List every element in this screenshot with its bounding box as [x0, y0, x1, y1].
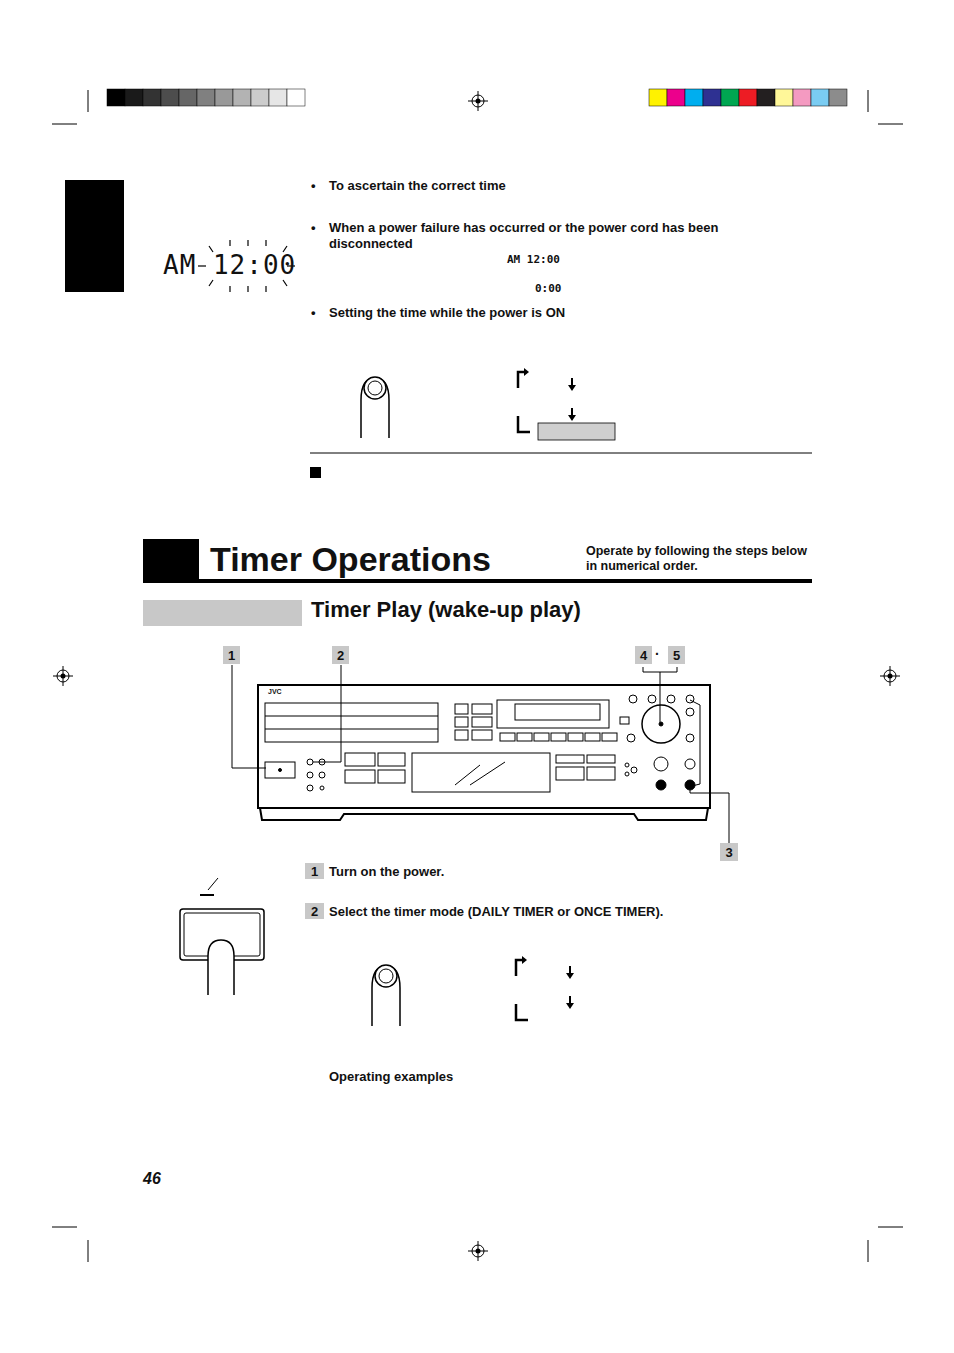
- lcd-display: AM 12:00: [163, 250, 296, 281]
- callout-text: 3: [722, 845, 735, 860]
- bullet: •: [311, 178, 316, 194]
- display-text: 0:00: [535, 282, 562, 295]
- section-heading: Timer Play (wake-up play): [311, 597, 581, 623]
- display-text: AM 12:00: [507, 253, 560, 266]
- callout-number: 2: [305, 903, 324, 919]
- note-heading: When a power failure has occurred or the…: [329, 220, 799, 251]
- callout-text: 1: [225, 648, 238, 663]
- callout-text: 4: [637, 648, 650, 663]
- callout-number: 1: [305, 863, 324, 879]
- callout-text: 2: [334, 648, 347, 663]
- callout-number: 1: [223, 646, 240, 664]
- callout-text: 1: [308, 864, 321, 879]
- page-title: Timer Operations: [210, 539, 491, 580]
- callout-text: 2: [308, 904, 321, 919]
- step-text: Turn on the power.: [329, 864, 444, 880]
- note-heading: Setting the time while the power is ON: [329, 305, 565, 321]
- instruction-note: Operate by following the steps below in …: [586, 544, 816, 574]
- callout-number: 2: [332, 646, 349, 664]
- page-number: 46: [143, 1169, 161, 1188]
- callout-number: 5: [668, 646, 685, 664]
- note-heading: To ascertain the correct time: [329, 178, 506, 194]
- step-text: Select the timer mode (DAILY TIMER or ON…: [329, 904, 663, 920]
- bullet: •: [311, 220, 316, 236]
- separator: ·: [655, 646, 660, 663]
- callout-number: 3: [720, 843, 738, 861]
- brand-logo: JVC: [268, 688, 282, 696]
- callout-number: 4: [635, 646, 652, 664]
- bullet: •: [311, 305, 316, 321]
- callout-text: 5: [670, 648, 683, 663]
- subheading: Operating examples: [329, 1069, 453, 1085]
